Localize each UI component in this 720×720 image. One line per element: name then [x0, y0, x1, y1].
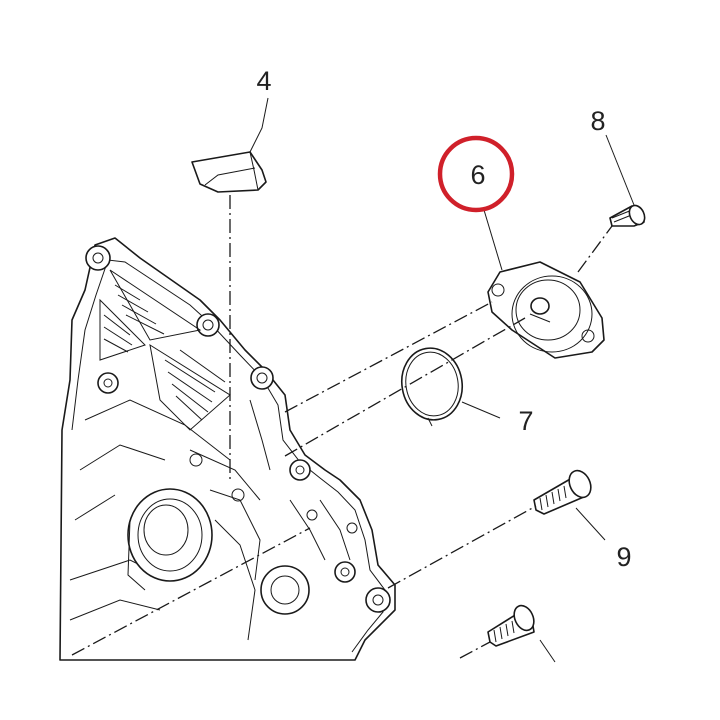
- screw-part-8: [609, 204, 646, 227]
- assembly-axes: [71, 195, 613, 659]
- bolt-lower: [487, 604, 535, 647]
- leader-lines: [249, 97, 635, 663]
- o-ring-part-7: [401, 347, 463, 427]
- callout-9: 9: [616, 542, 631, 572]
- callout-7: 7: [518, 406, 533, 436]
- bolt-part-9: [533, 469, 592, 515]
- callout-6: 6: [470, 160, 485, 190]
- crankcase-housing: [59, 237, 396, 661]
- callout-8: 8: [590, 106, 605, 136]
- callout-4: 4: [256, 66, 271, 96]
- highlight-circle: [437, 135, 515, 213]
- bracket-clip-part-4: [191, 151, 267, 193]
- cover-plate-part-6: [487, 261, 605, 359]
